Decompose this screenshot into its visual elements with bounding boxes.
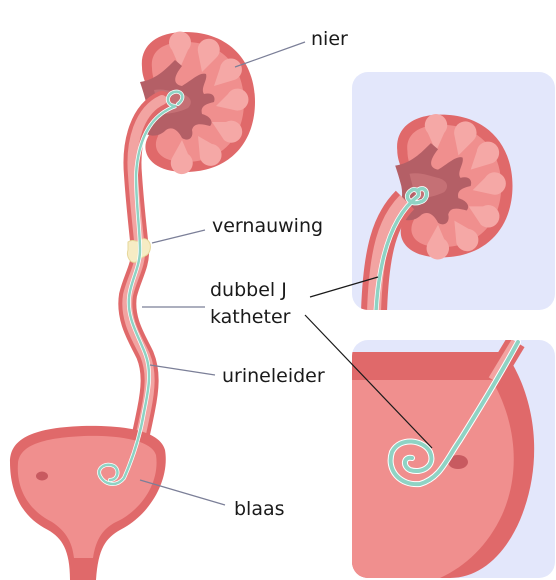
bladder-illustration xyxy=(10,426,166,580)
zoom-panel-kidney xyxy=(352,72,555,312)
label-stent-line2: katheter xyxy=(210,306,290,329)
label-stent-line1: dubbel J xyxy=(210,279,287,302)
label-kidney: nier xyxy=(311,28,348,51)
leader-line-stricture xyxy=(152,230,205,243)
leader-line-kidney xyxy=(235,42,305,67)
zoom-panel-bladder xyxy=(350,340,555,578)
label-stricture: vernauwing xyxy=(212,215,323,238)
label-ureter: urineleider xyxy=(222,365,325,388)
label-bladder: blaas xyxy=(234,498,285,521)
leader-line-ureter xyxy=(150,365,215,375)
